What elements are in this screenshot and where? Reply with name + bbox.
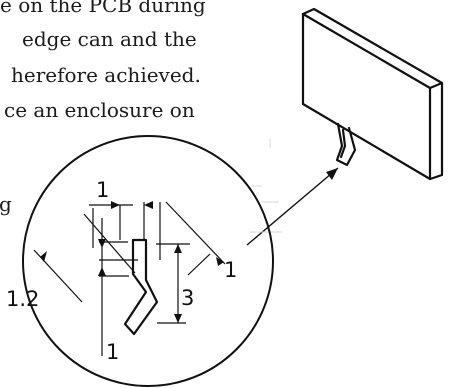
body-text-fragment: e on the PCB during edge can and the her… xyxy=(0,0,300,230)
enclosure-edge-illustration xyxy=(301,7,444,181)
text-line-5: g xyxy=(0,192,12,216)
enclosure-front-left-edge xyxy=(301,102,432,181)
enclosure-clip-inner xyxy=(339,128,347,159)
text-line-1: e on the PCB during xyxy=(0,0,206,17)
detail-outline xyxy=(123,238,159,336)
enclosure-top-edge xyxy=(301,7,444,90)
text-line-4: ce an enclosure on xyxy=(4,98,195,122)
detail-circle xyxy=(22,135,274,387)
enclosure-right-face xyxy=(428,81,444,181)
magnified-detail-view: 1 1.2 1 3 1 xyxy=(6,135,274,387)
dimension-arrowheads xyxy=(40,201,224,323)
faded-margin-ticks xyxy=(250,139,282,233)
dimension-label-top-width: 1 xyxy=(96,178,109,202)
dimension-label-bottom: 1 xyxy=(106,340,119,364)
text-line-2: edge can and the xyxy=(22,27,197,51)
enclosure-clip xyxy=(335,122,357,167)
dimension-lines xyxy=(33,201,226,356)
dimension-label-right-inset: 1 xyxy=(224,258,237,282)
dimension-label-left-inset: 1.2 xyxy=(6,287,39,311)
text-line-3: herefore achieved. xyxy=(11,63,201,87)
dimension-label-height: 3 xyxy=(181,286,194,310)
